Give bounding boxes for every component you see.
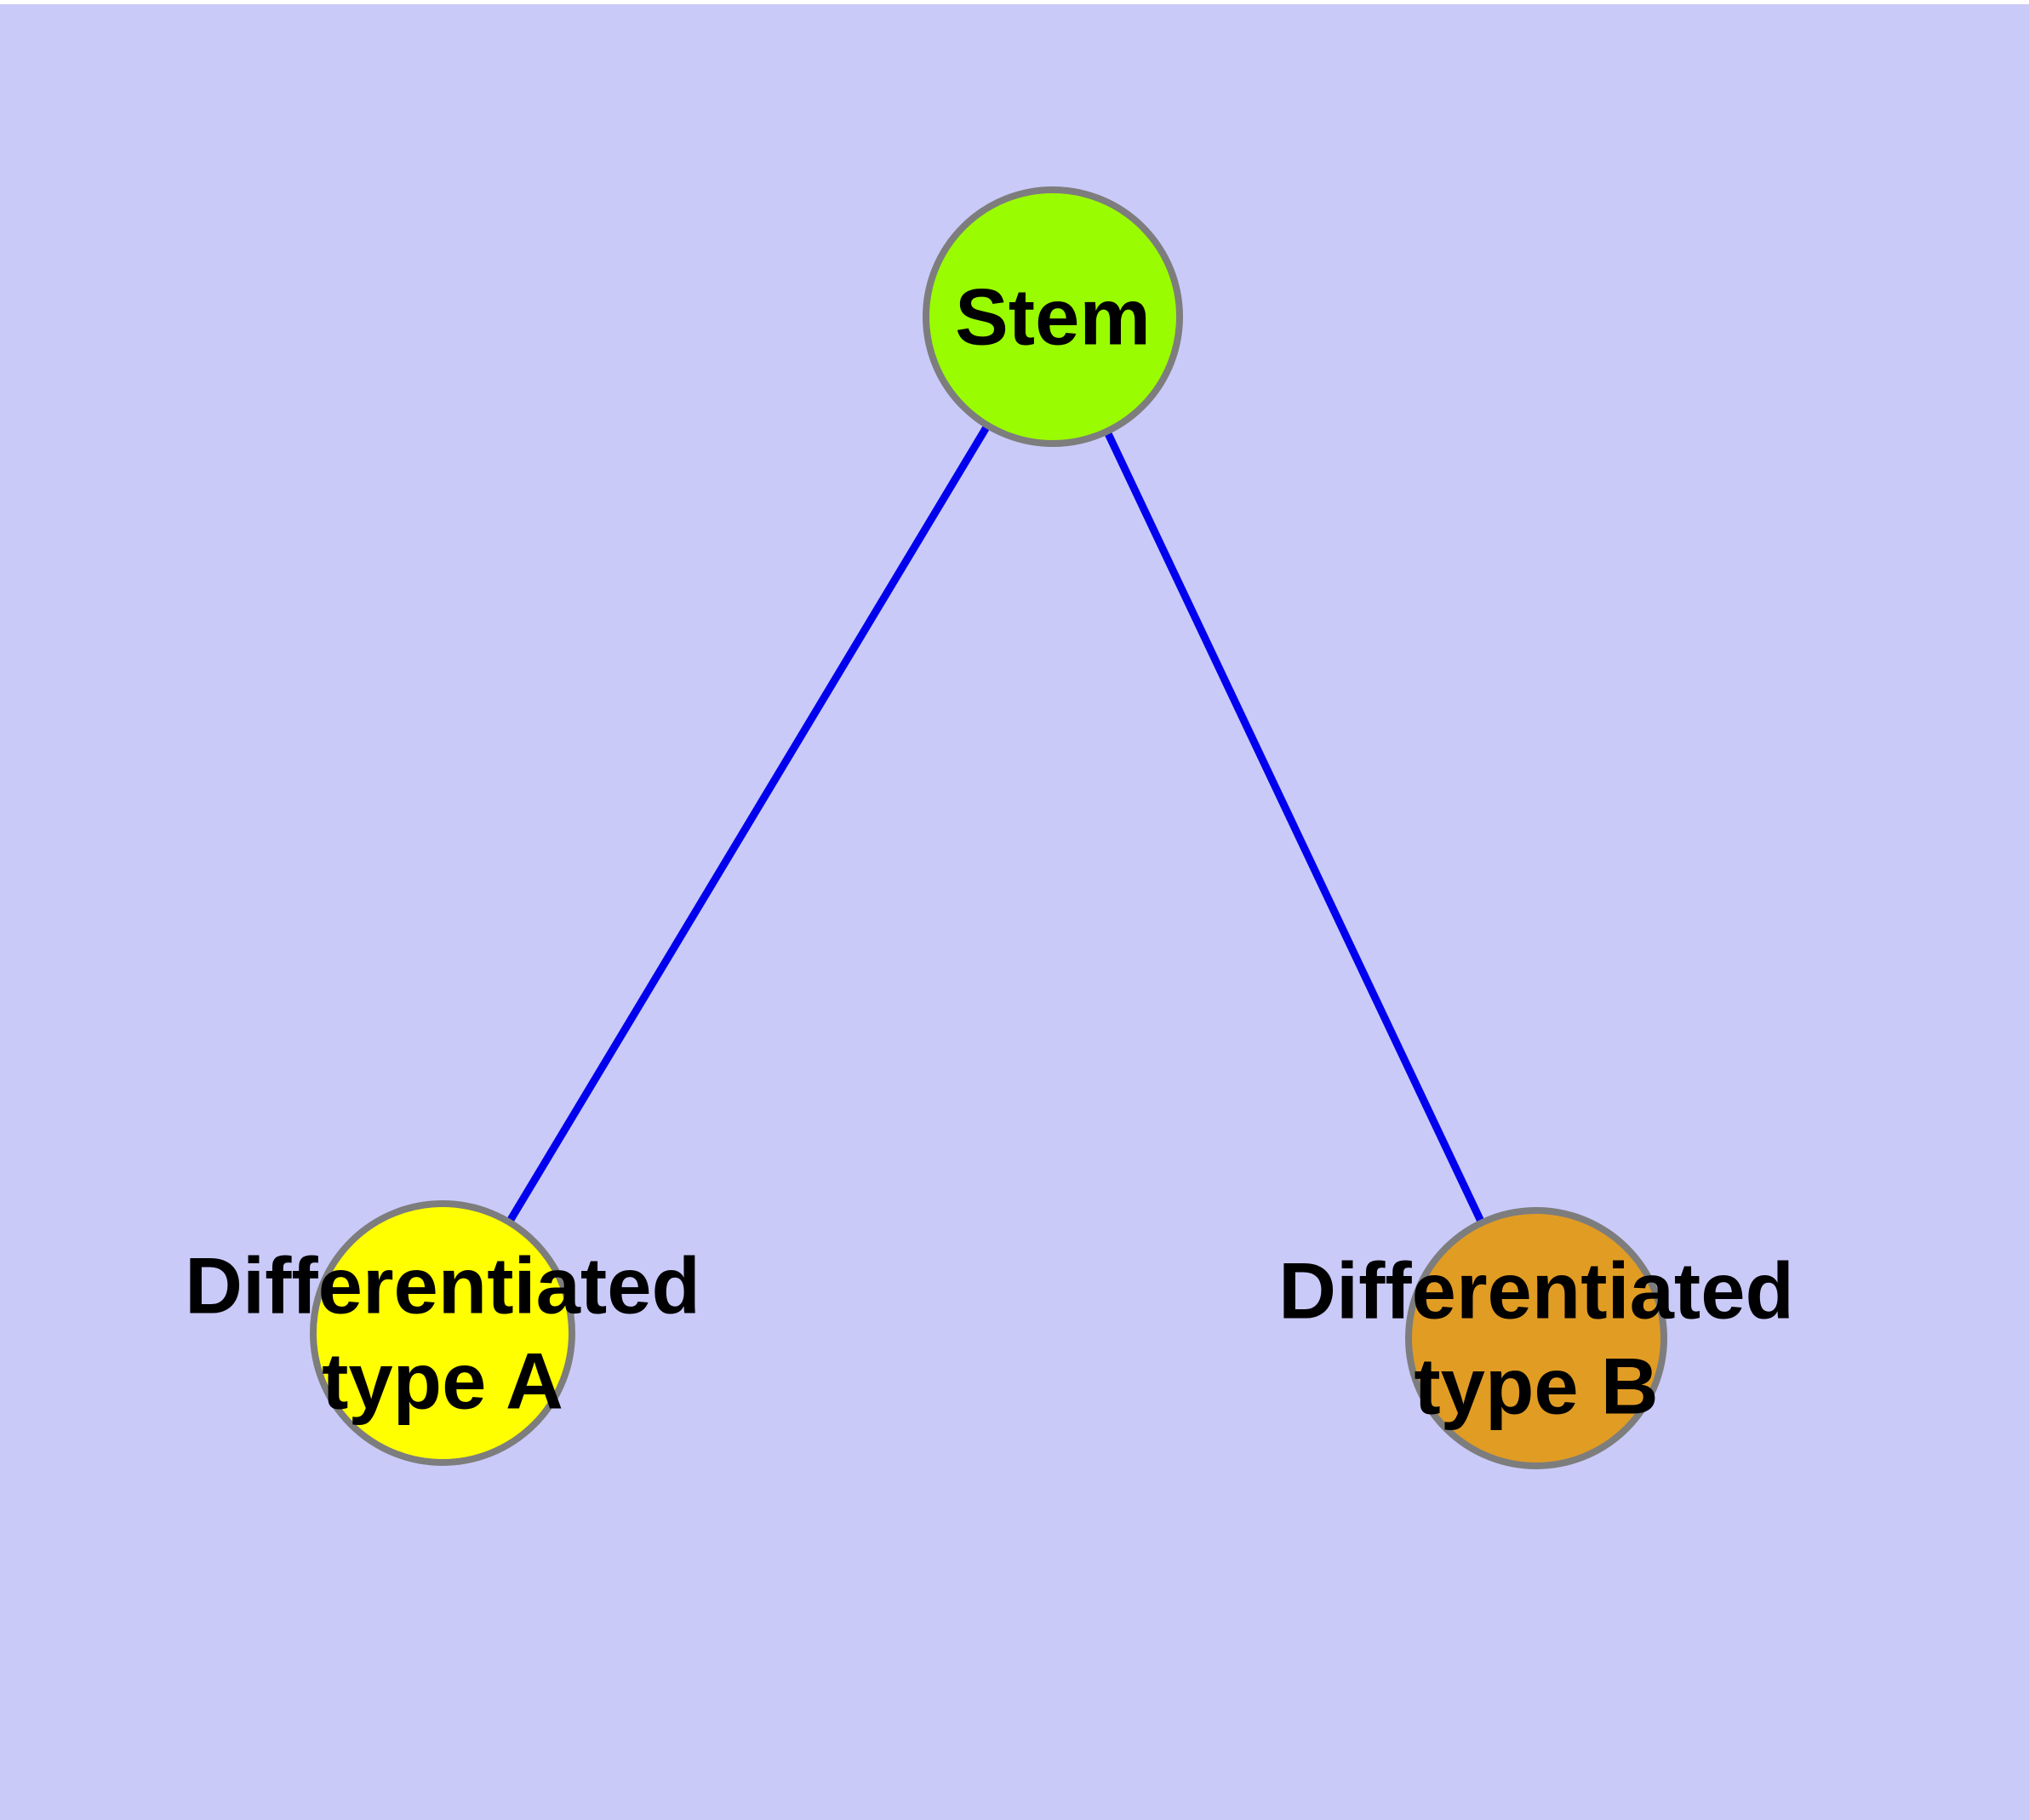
node-differentiated-type-b	[1405, 1207, 1667, 1469]
node-differentiated-type-b-label-line2: type B	[1414, 1342, 1658, 1431]
node-stem	[923, 186, 1183, 447]
node-stem-label: Stem	[955, 272, 1151, 362]
node-differentiated-type-a	[310, 1200, 575, 1466]
edge-stem-to-type-a	[439, 314, 1056, 1336]
node-differentiated-type-b-label-line1: Differentiated	[1278, 1246, 1794, 1336]
node-differentiated-type-a-label-line1: Differentiated	[185, 1241, 700, 1331]
node-differentiated-type-a-label-line2: type A	[322, 1336, 563, 1426]
edge-stem-to-type-b	[1049, 315, 1540, 1340]
